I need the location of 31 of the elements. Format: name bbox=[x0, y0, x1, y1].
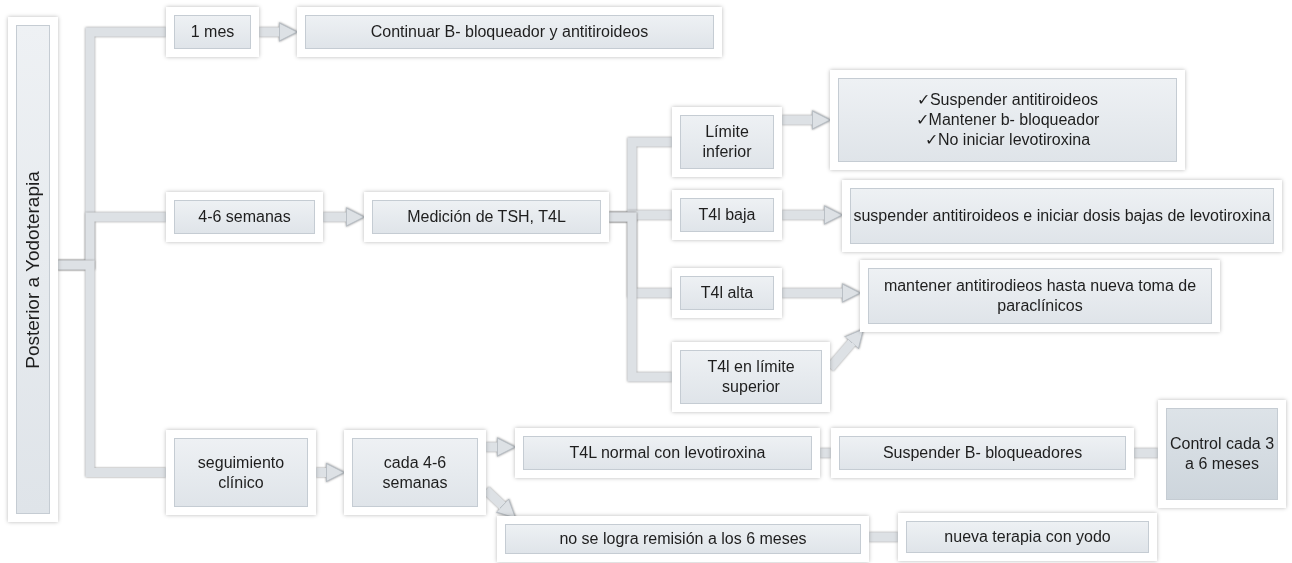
connector bbox=[820, 448, 831, 458]
node-text: Límite inferior bbox=[701, 122, 753, 162]
node-text: Continuar B- bloqueador y antitiroideos bbox=[370, 22, 649, 42]
connector bbox=[869, 532, 898, 542]
node-text: mantener antitirodieos hasta nueva toma de paraclínicos bbox=[882, 276, 1198, 316]
node-text: ✓Mantener b- bloqueador bbox=[915, 110, 1100, 130]
arrow bbox=[782, 205, 843, 225]
node-text: seguimiento clínico bbox=[196, 452, 286, 493]
node-text: no se logra remisión a los 6 meses bbox=[559, 529, 807, 549]
connector bbox=[1134, 448, 1158, 458]
node-text: Control cada 3 a 6 meses bbox=[1168, 434, 1276, 474]
node-text: T4l baja bbox=[698, 205, 756, 225]
node-text: Suspender B- bloqueadores bbox=[882, 443, 1083, 463]
node-text: ✓Suspender antitiroideos bbox=[916, 90, 1099, 110]
node-text: nueva terapia con yodo bbox=[944, 527, 1111, 547]
node-text: 4-6 semanas bbox=[198, 207, 291, 227]
arrow bbox=[782, 110, 831, 130]
arrow bbox=[486, 437, 516, 457]
arrow bbox=[259, 22, 298, 42]
node-text: ✓No iniciar levotiroxina bbox=[924, 130, 1091, 150]
node-text: suspender antitiroideos e iniciar dosis bajas de levotiroxina bbox=[853, 206, 1271, 226]
arrow bbox=[316, 462, 345, 483]
arrow bbox=[323, 207, 365, 227]
node-text: T4l alta bbox=[700, 283, 754, 303]
node-text: T4l en límite superior bbox=[706, 357, 796, 397]
node-text: cada 4-6 semanas bbox=[381, 452, 449, 493]
arrow bbox=[782, 283, 861, 303]
node-text: Medición de TSH, T4L bbox=[407, 207, 566, 227]
node-text: Posterior a Yodoterapia bbox=[23, 170, 43, 369]
node-text: T4L normal con levotiroxina bbox=[569, 443, 766, 463]
node-text: 1 mes bbox=[190, 22, 235, 42]
